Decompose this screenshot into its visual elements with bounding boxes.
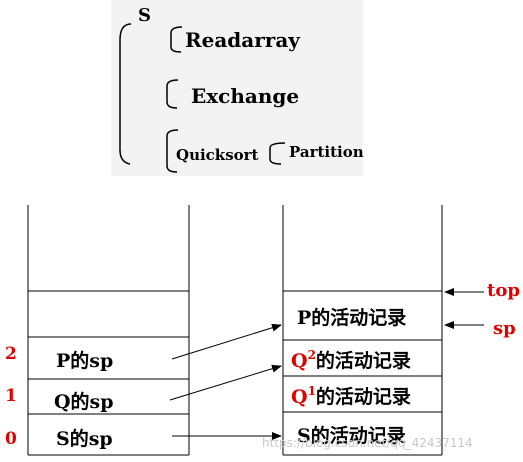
record-q1-text: 的活动记录 [315, 386, 411, 408]
record-q2-sup: 2 [307, 347, 316, 362]
pointer-sp-label: sp [493, 318, 516, 339]
arrow-q-sp [169, 364, 282, 401]
record-q2-prefix: Q [291, 350, 308, 372]
quicksort-bracket [166, 129, 179, 173]
tree-root-label: S [138, 5, 151, 26]
index-2: 2 [5, 344, 17, 364]
record-s-prefix: S [297, 425, 311, 447]
record-q1: Q1的活动记录 [291, 382, 411, 409]
record-q2: Q2的活动记录 [291, 346, 411, 373]
record-q1-sup: 1 [307, 383, 316, 398]
record-p-text: 的活动记录 [311, 307, 407, 329]
arrow-p-sp [171, 323, 282, 360]
partition-bracket [269, 142, 286, 165]
watermark-text: https://blog.csdn.net/qq_42437114 [262, 436, 473, 450]
record-s-text: 的活动记录 [310, 425, 406, 447]
record-p: P的活动记录 [297, 303, 406, 330]
index-1: 1 [5, 386, 17, 406]
right-stack [282, 205, 443, 456]
record-s: S的活动记录 [297, 421, 406, 448]
tree-exchange-label: Exchange [191, 84, 300, 108]
root-brace [119, 23, 132, 165]
left-cell-q-sp: Q的sp [54, 391, 114, 413]
readarray-bracket [170, 26, 183, 53]
record-q1-prefix: Q [291, 386, 308, 408]
call-tree-panel [111, 0, 363, 176]
pointer-top-label: top [487, 280, 520, 301]
left-cell-p-sp: P的sp [56, 350, 114, 372]
tree-partition-label: Partition [289, 143, 364, 161]
left-cell-s-sp: S的sp [56, 428, 113, 450]
index-0: 0 [5, 429, 17, 449]
record-p-prefix: P [297, 307, 312, 329]
tree-readarray-label: Readarray [185, 28, 300, 52]
left-stack [27, 205, 190, 456]
record-q2-text: 的活动记录 [315, 350, 411, 372]
tree-quicksort-label: Quicksort [176, 146, 259, 164]
exchange-bracket [166, 79, 179, 109]
